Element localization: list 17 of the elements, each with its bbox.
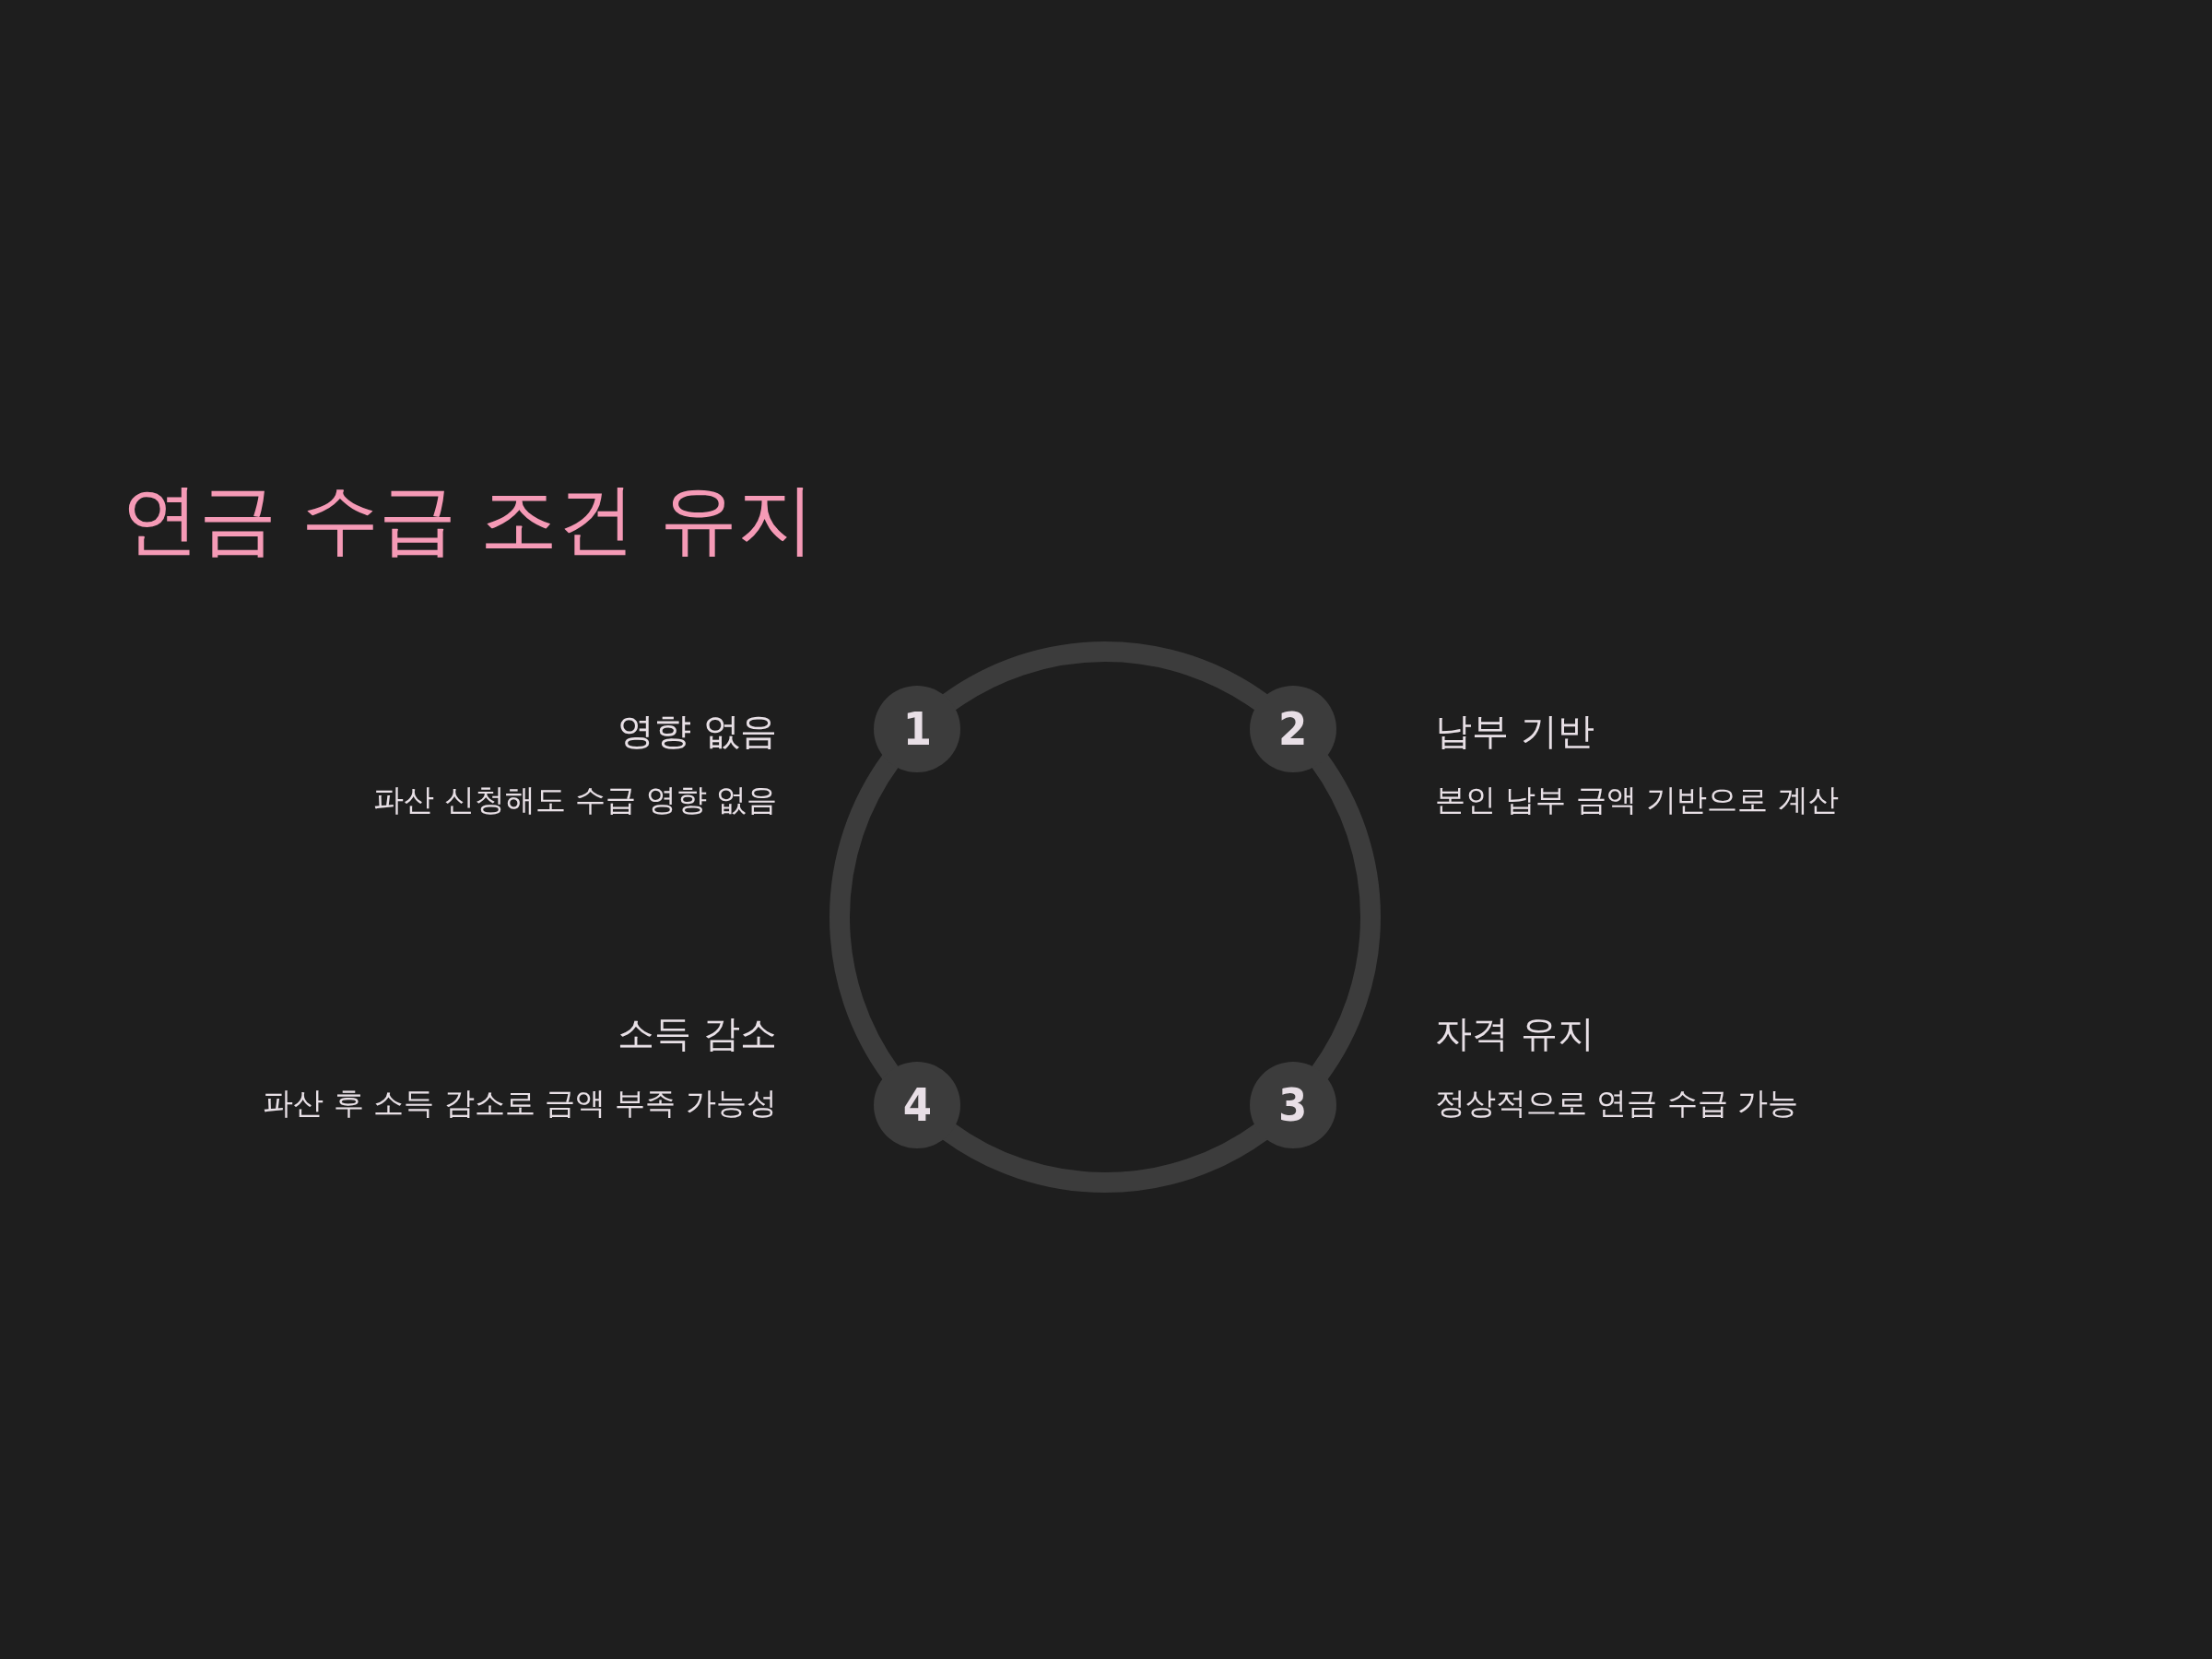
step-description: 파산 신청해도 수급 영향 없음 <box>373 782 777 818</box>
step-heading: 자격 유지 <box>1435 1011 1594 1055</box>
step-heading: 영향 없음 <box>618 709 777 753</box>
step-heading: 납부 기반 <box>1435 709 1594 753</box>
ring-arc <box>830 754 900 1080</box>
number-circle: 1 <box>874 686 961 773</box>
title: 연금 수급 조건 유지 <box>122 473 816 566</box>
number-circle: 4 <box>874 1061 961 1148</box>
number-circle: 2 <box>1249 686 1336 773</box>
number-circle: 3 <box>1249 1061 1336 1148</box>
ring-arc <box>942 641 1268 712</box>
step-heading: 소득 감소 <box>618 1011 777 1055</box>
step-description: 정상적으로 연금 수급 가능 <box>1435 1085 1799 1122</box>
ring-arc <box>1311 754 1381 1080</box>
step-description: 본인 납부 금액 기반으로 계산 <box>1435 782 1839 818</box>
step-description: 파산 후 소득 감소로 금액 부족 가능성 <box>263 1085 777 1122</box>
ring-arc <box>942 1123 1268 1193</box>
